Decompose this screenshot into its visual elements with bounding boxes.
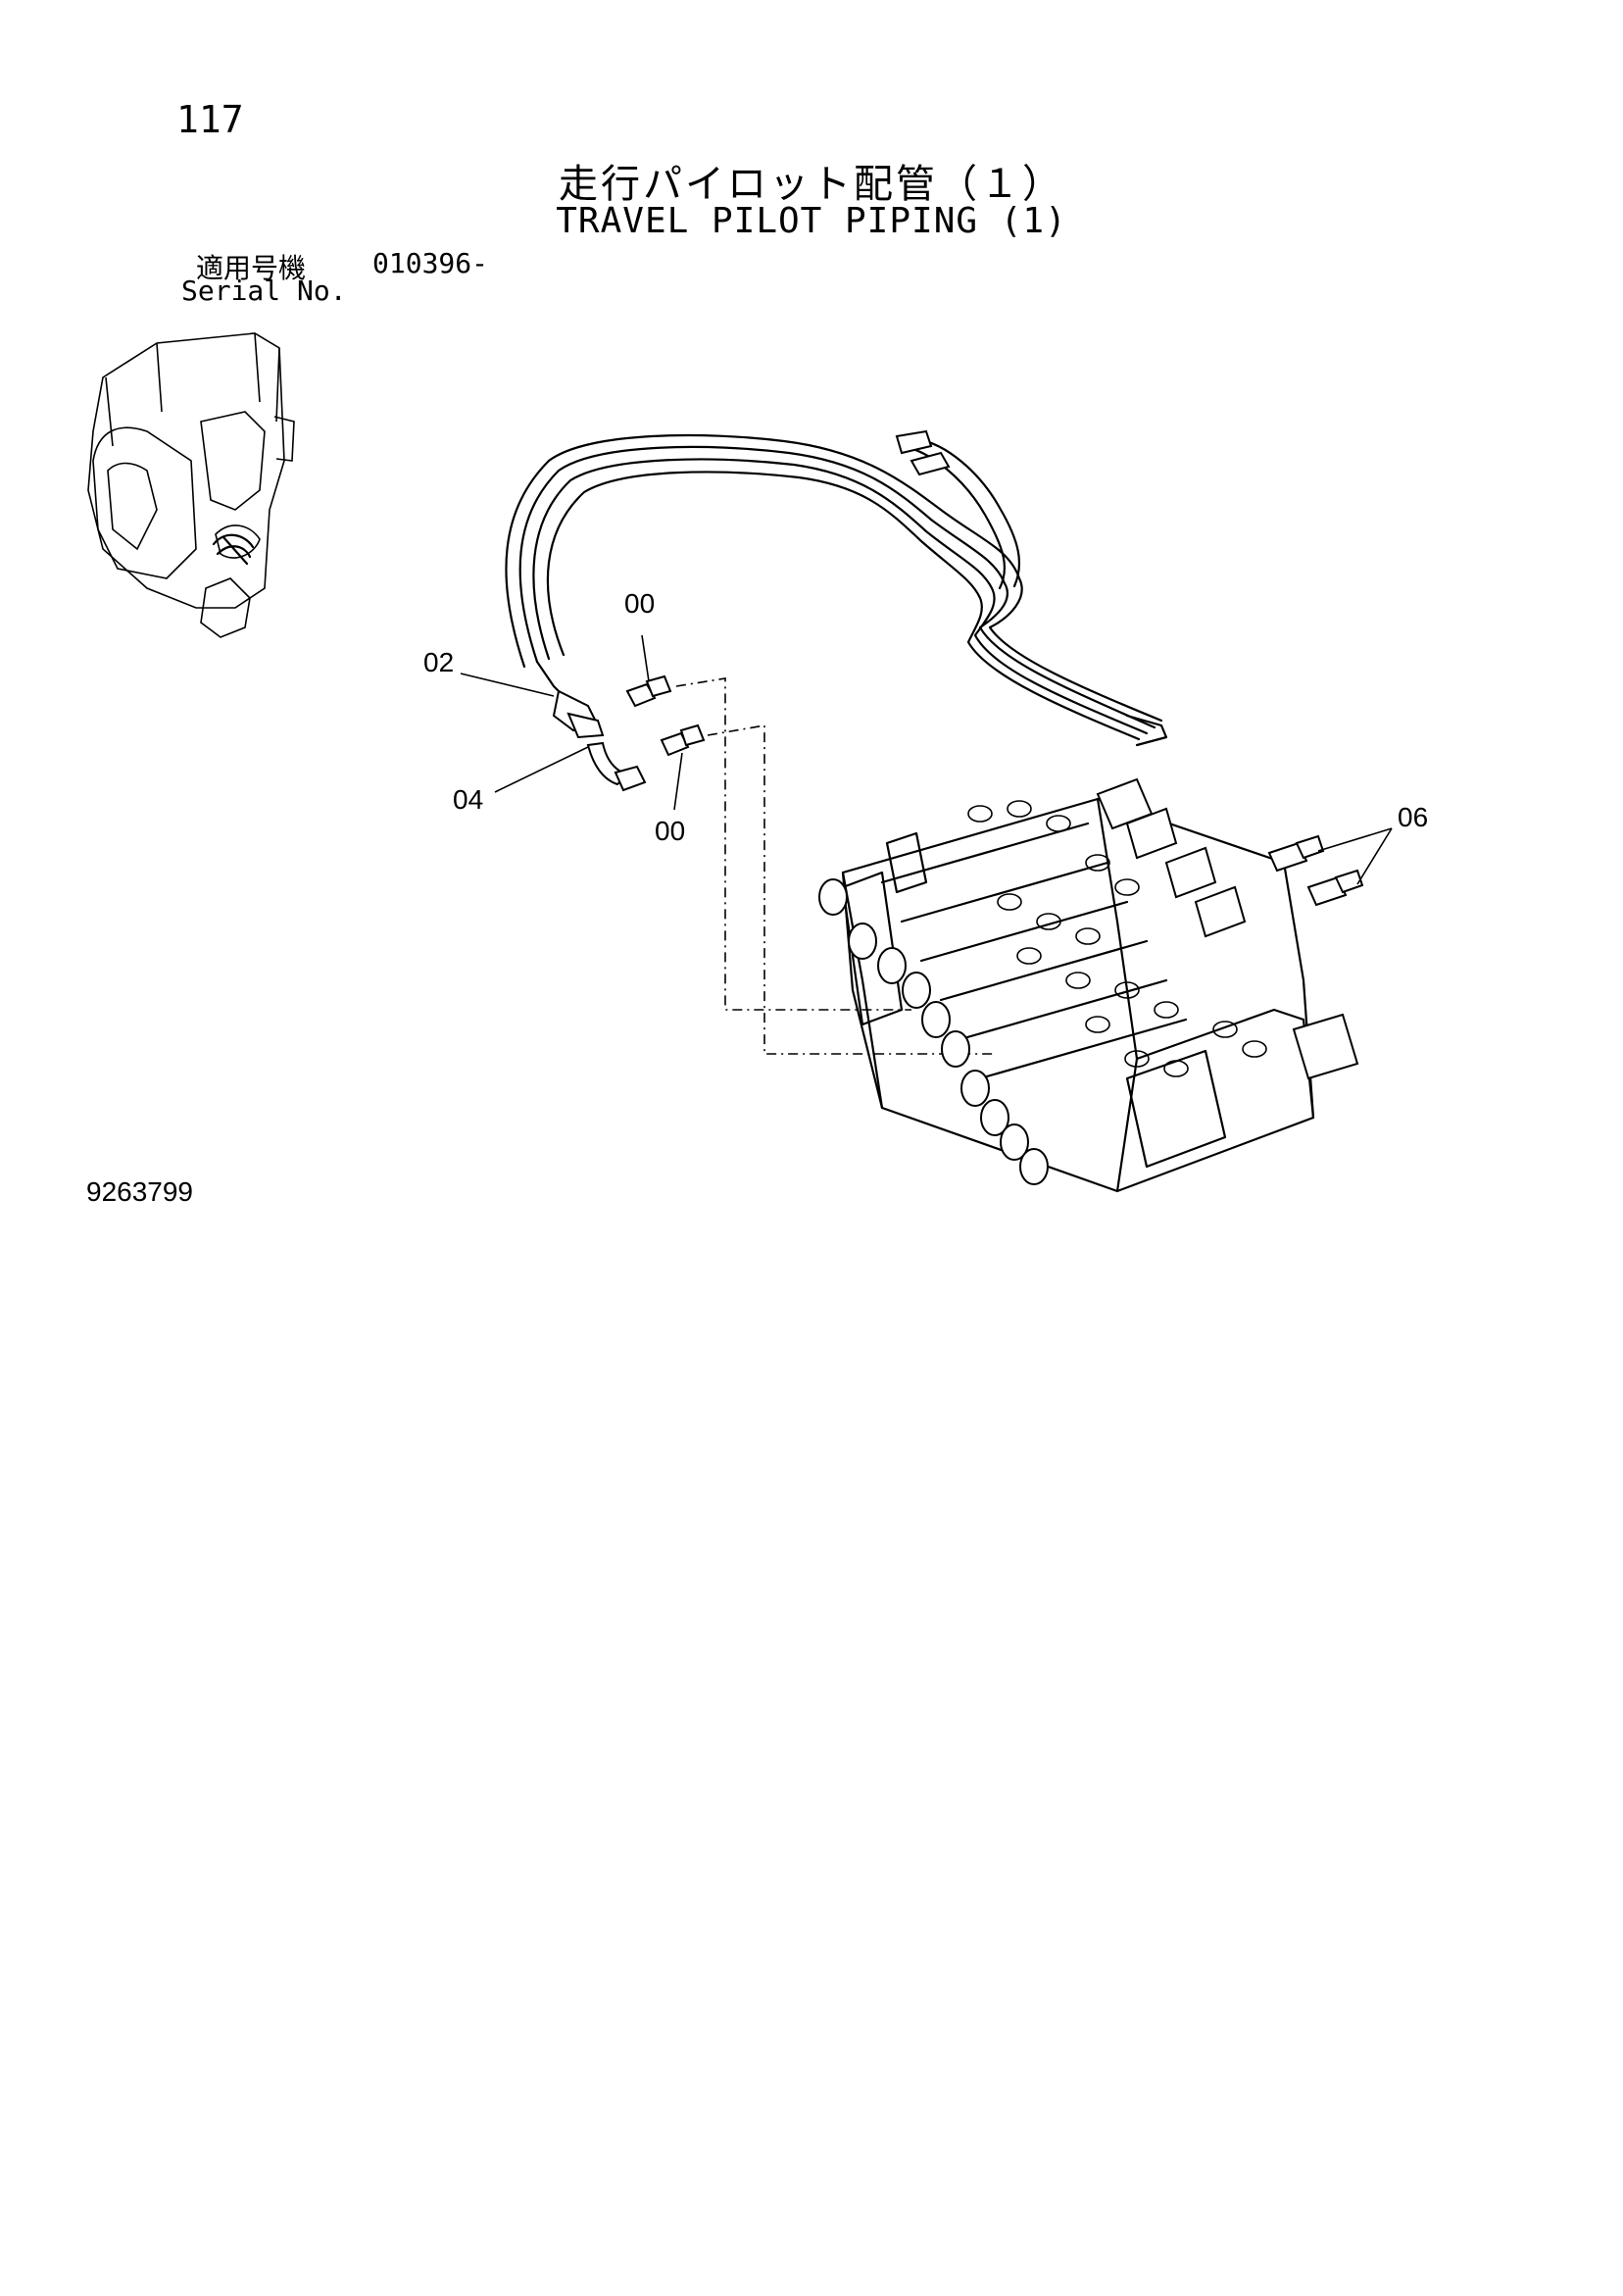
elbow-fitting-04 <box>586 741 647 792</box>
callout-label-04: 04 <box>453 784 484 815</box>
page-title-english: TRAVEL PILOT PIPING (1) <box>556 201 1067 241</box>
serial-label-english: Serial No. <box>181 275 347 307</box>
serial-number-value: 010396- <box>372 247 489 279</box>
hose-fitting-02 <box>535 660 605 739</box>
leader-line-06-a <box>1317 827 1393 852</box>
plug-fitting-06 <box>1267 834 1364 907</box>
leader-line-02 <box>460 673 555 697</box>
leader-line-06-b <box>1356 827 1393 885</box>
assembly-line-lower <box>707 724 995 1055</box>
leader-line-00-upper <box>641 634 650 682</box>
leader-line-04 <box>494 746 589 793</box>
assembly-line-upper <box>675 677 911 1011</box>
callout-label-06: 06 <box>1398 802 1429 832</box>
page-title-japanese: 走行パイロット配管（１） <box>559 162 1064 207</box>
leader-line-00-lower <box>673 752 683 811</box>
control-valve-assembly <box>818 777 1359 1193</box>
callout-label-02: 02 <box>423 647 455 677</box>
page-number: 117 <box>176 98 244 141</box>
serial-label-japanese: 適用号機 <box>196 252 307 284</box>
callout-label-00-lower: 00 <box>655 816 686 846</box>
pilot-hose-bundle <box>505 429 1168 747</box>
adapter-fitting-00-upper <box>625 674 672 708</box>
adapter-fitting-00-lower <box>660 724 706 757</box>
callout-label-00-upper: 00 <box>624 588 656 619</box>
document-code: 9263799 <box>86 1176 194 1207</box>
machine-locator-illustration <box>87 332 295 638</box>
